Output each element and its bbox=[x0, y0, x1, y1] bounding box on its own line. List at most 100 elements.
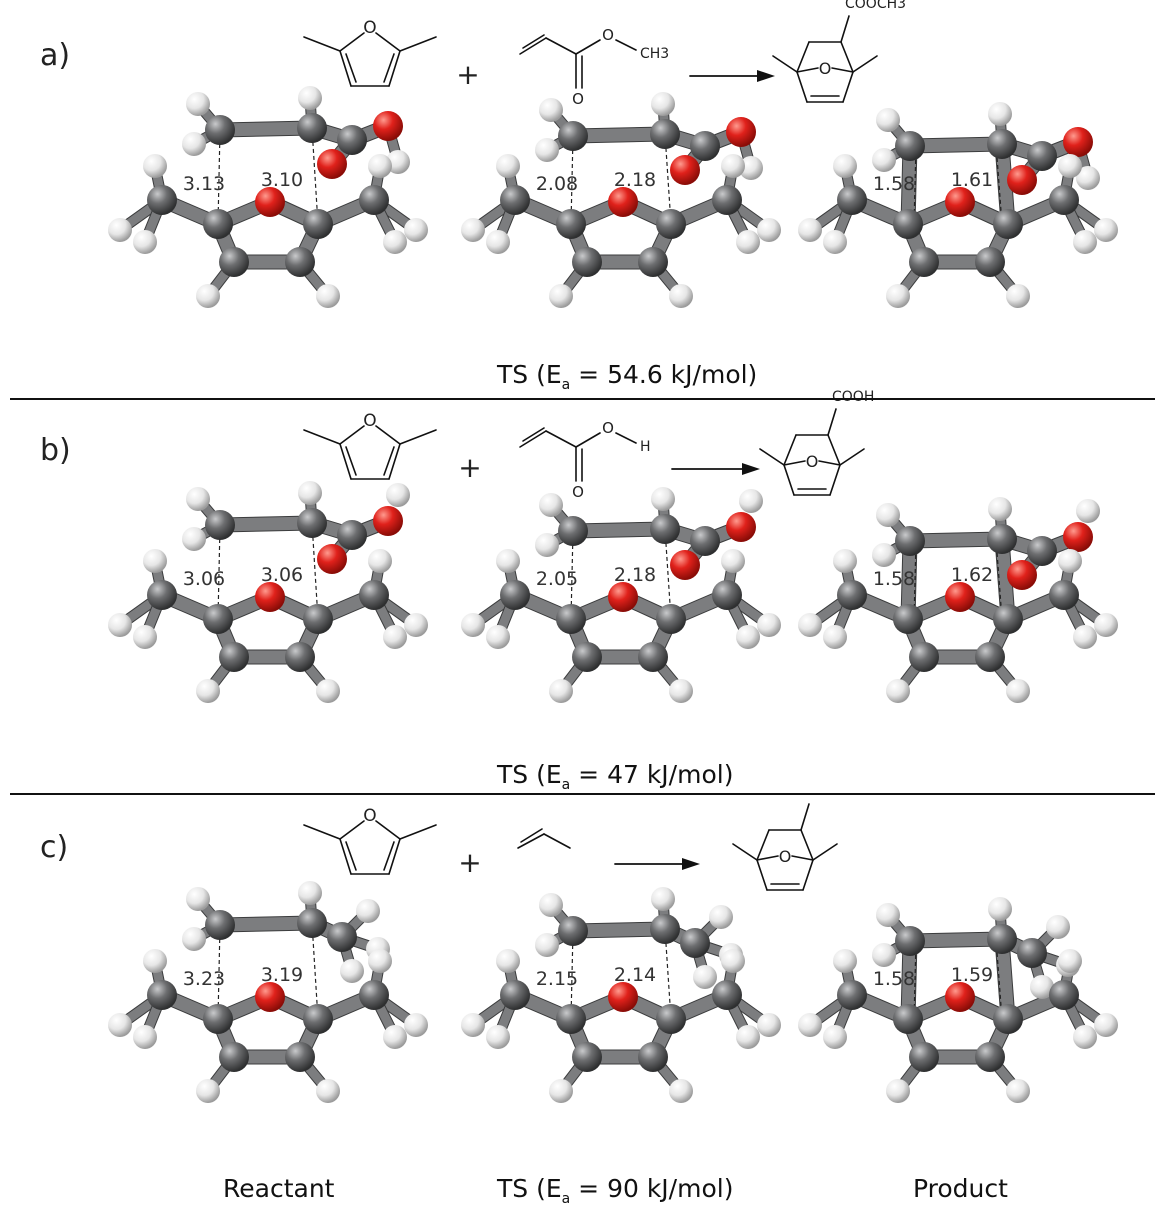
hydrogen-atom bbox=[316, 679, 340, 703]
carbon-atom bbox=[650, 514, 680, 544]
hydrogen-atom bbox=[739, 489, 763, 513]
carbon-atom bbox=[219, 247, 249, 277]
panel-label-a: a) bbox=[40, 38, 71, 73]
hydrogen-atom bbox=[404, 1013, 428, 1037]
hydrogen-atom bbox=[823, 625, 847, 649]
oxygen-atom bbox=[945, 187, 975, 217]
hydrogen-atom bbox=[368, 549, 392, 573]
carbon-atom bbox=[1049, 580, 1079, 610]
distance-label-right: 2.18 bbox=[614, 564, 656, 586]
bicyclic-bond bbox=[796, 71, 808, 103]
carbon-atom bbox=[987, 129, 1017, 159]
hydrogen-atom bbox=[988, 497, 1012, 521]
ester-oxygen-label: O bbox=[602, 26, 614, 44]
hydrogen-atom bbox=[549, 1079, 573, 1103]
vinyl-double-bond bbox=[522, 427, 545, 442]
carbon-atom bbox=[572, 1042, 602, 1072]
carbon-atom bbox=[500, 185, 530, 215]
ts-caption-b: TS (Ea = 47 kJ/mol) bbox=[497, 760, 733, 793]
carbon-atom bbox=[359, 580, 389, 610]
carbon-atom bbox=[558, 516, 588, 546]
hydrogen-atom bbox=[651, 92, 675, 116]
furan-bond bbox=[375, 425, 401, 445]
hydrogen-atom bbox=[404, 218, 428, 242]
bicyclic-bond bbox=[800, 829, 814, 861]
carbon-atom bbox=[650, 119, 680, 149]
furan-bond bbox=[339, 425, 365, 445]
furan-bond bbox=[375, 32, 401, 52]
carbon-atom bbox=[837, 185, 867, 215]
hydrogen-atom bbox=[1006, 284, 1030, 308]
distance-label-left: 2.05 bbox=[536, 568, 578, 590]
carbon-atom bbox=[656, 1004, 686, 1034]
molecule-r-a bbox=[108, 86, 428, 308]
hydrogen-atom bbox=[833, 154, 857, 178]
hydrogen-atom bbox=[386, 150, 410, 174]
oxygen-atom bbox=[255, 582, 285, 612]
arrow-head bbox=[742, 463, 760, 475]
furan-oxygen-label: O bbox=[363, 411, 376, 431]
hydrogen-atom bbox=[186, 92, 210, 116]
oxygen-atom bbox=[255, 982, 285, 1012]
hydrogen-atom bbox=[823, 1025, 847, 1049]
bicyclic-bond bbox=[756, 859, 768, 891]
bond-stick bbox=[903, 932, 1009, 948]
hydrogen-atom bbox=[669, 1079, 693, 1103]
oxygen-atom bbox=[726, 512, 756, 542]
hydrogen-atom bbox=[340, 959, 364, 983]
hydrogen-atom bbox=[383, 1025, 407, 1049]
bicyclic-bond bbox=[842, 71, 854, 103]
distance-label-right: 3.10 bbox=[261, 169, 303, 191]
hydrogen-atom bbox=[721, 549, 745, 573]
carbon-atom bbox=[205, 510, 235, 540]
hydrogen-atom bbox=[1006, 1079, 1030, 1103]
bond-stick bbox=[566, 127, 672, 143]
hydrogen-atom bbox=[736, 625, 760, 649]
hydrogen-atom bbox=[108, 218, 132, 242]
methyl-bond bbox=[303, 36, 341, 52]
hydrogen-atom bbox=[1073, 230, 1097, 254]
oxygen-atom bbox=[670, 550, 700, 580]
hydrogen-atom bbox=[461, 613, 485, 637]
carbon-atom bbox=[975, 247, 1005, 277]
carbon-atom bbox=[993, 209, 1023, 239]
carbon-atom bbox=[285, 642, 315, 672]
bicyclic-bond bbox=[756, 829, 770, 861]
hydrogen-atom bbox=[143, 154, 167, 178]
forming-bond-dashed bbox=[995, 143, 1003, 225]
hydrogen-atom bbox=[486, 625, 510, 649]
hydrogen-atom bbox=[535, 138, 559, 162]
carbon-atom bbox=[297, 113, 327, 143]
methyl-bond bbox=[399, 824, 437, 840]
carbon-atom bbox=[690, 526, 720, 556]
molecule-t-a bbox=[461, 92, 781, 308]
hydrogen-atom bbox=[1006, 679, 1030, 703]
oxygen-atom bbox=[373, 111, 403, 141]
distance-label-left: 2.08 bbox=[536, 173, 578, 195]
methyl-bond bbox=[839, 448, 865, 466]
molecule-r-b bbox=[108, 481, 428, 703]
oxygen-atom bbox=[608, 582, 638, 612]
carbon-atom bbox=[285, 247, 315, 277]
carbon-atom bbox=[205, 115, 235, 145]
hydrogen-atom bbox=[143, 949, 167, 973]
ts-caption-sub: a bbox=[561, 1191, 571, 1207]
vinyl-bond bbox=[519, 430, 547, 448]
hydrogen-atom bbox=[833, 549, 857, 573]
forming-bond-dashed bbox=[664, 133, 672, 225]
hydrogen-atom bbox=[872, 543, 896, 567]
bicyclic-bond bbox=[840, 41, 854, 73]
bicyclic-bond bbox=[829, 464, 841, 496]
forming-bond-dashed bbox=[995, 938, 1003, 1020]
carbon-atom bbox=[712, 185, 742, 215]
molecule-t-b bbox=[461, 487, 781, 703]
oxygen-atom bbox=[608, 982, 638, 1012]
carbon-atom bbox=[205, 910, 235, 940]
distance-label-left: 3.06 bbox=[183, 568, 225, 590]
distance-label-left: 1.58 bbox=[873, 968, 915, 990]
hydrogen-atom bbox=[196, 679, 220, 703]
bridge-oxygen-label: O bbox=[806, 452, 819, 471]
bond-stick bbox=[213, 121, 319, 137]
